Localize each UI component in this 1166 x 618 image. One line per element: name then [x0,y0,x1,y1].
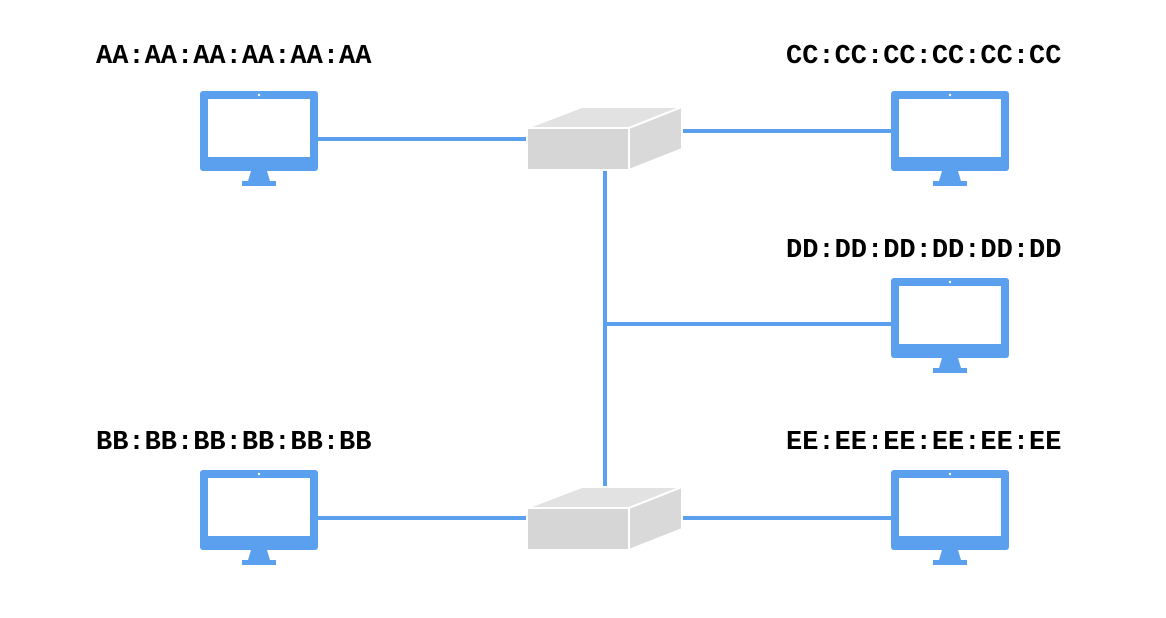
network-switch-icon [526,485,683,552]
computer-aa: AA:AA:AA:AA:AA:AA [96,42,372,186]
computer-ee: EE:EE:EE:EE:EE:EE [786,428,1061,565]
desktop-monitor-icon [891,91,1009,186]
desktop-monitor-icon [200,91,318,186]
computer-dd: DD:DD:DD:DD:DD:DD [786,236,1061,373]
mac-label-aa: AA:AA:AA:AA:AA:AA [96,42,372,72]
mac-label-cc: CC:CC:CC:CC:CC:CC [786,42,1061,72]
desktop-monitor-icon [891,278,1009,373]
mac-label-ee: EE:EE:EE:EE:EE:EE [786,428,1061,458]
mac-label-bb: BB:BB:BB:BB:BB:BB [96,428,371,458]
desktop-monitor-icon [200,470,318,565]
mac-label-dd: DD:DD:DD:DD:DD:DD [786,236,1061,266]
network-switch-icon [526,105,683,172]
links [318,129,892,520]
computer-cc: CC:CC:CC:CC:CC:CC [786,42,1061,186]
computer-bb: BB:BB:BB:BB:BB:BB [96,428,371,565]
desktop-monitor-icon [891,470,1009,565]
